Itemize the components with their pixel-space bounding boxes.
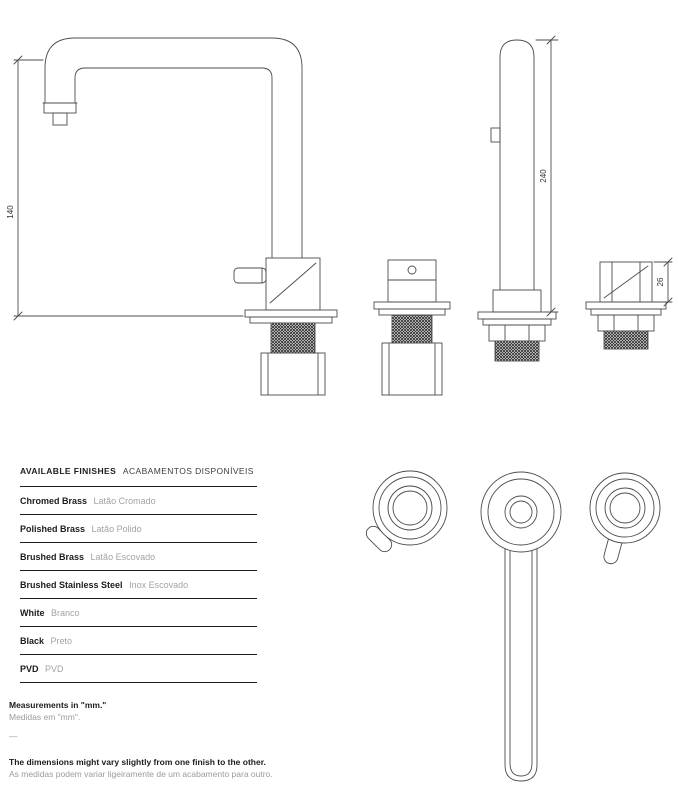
finish-row: Brushed Stainless Steel Inox Escovado <box>20 571 257 599</box>
finish-row: PVD PVD <box>20 655 257 683</box>
notes: Measurements in "mm." Medidas em "mm". —… <box>9 699 389 781</box>
finish-name-en: Black <box>20 636 45 646</box>
finishes-table: AVAILABLE FINISHES ACABAMENTOS DISPONÍVE… <box>20 466 257 683</box>
note-variation-pt: As medidas podem variar ligeiramente de … <box>9 769 273 780</box>
finish-row: Black Preto <box>20 627 257 655</box>
finish-name-en: Polished Brass <box>20 524 86 534</box>
faucet-front-view: 240 <box>477 35 559 362</box>
finish-name-en: Chromed Brass <box>20 496 88 506</box>
finish-name-pt: Latão Escovado <box>90 552 156 562</box>
valve-side-view <box>373 259 451 396</box>
dimension-label-240: 240 <box>539 169 548 183</box>
finish-name-en: PVD <box>20 664 39 674</box>
finish-name-en: Brushed Stainless Steel <box>20 580 123 590</box>
note-measurements-en: Measurements in "mm." <box>9 700 107 710</box>
note-variation-en: The dimensions might vary slightly from … <box>9 756 266 767</box>
dimension-label-26: 26 <box>656 277 665 286</box>
finish-name-pt: Inox Escovado <box>129 580 189 590</box>
finish-row: Brushed Brass Latão Escovado <box>20 543 257 571</box>
finish-row: Chromed Brass Latão Cromado <box>20 487 257 515</box>
finish-row: White Branco <box>20 599 257 627</box>
knob-top-view-right <box>589 472 661 565</box>
dimension-label-140: 140 <box>6 205 15 219</box>
finish-name-en: White <box>20 608 45 618</box>
finishes-header-pt: ACABAMENTOS DISPONÍVEIS <box>122 466 254 476</box>
dimension-side-height: 140 <box>6 55 244 321</box>
faucet-side-view: 140 <box>6 37 338 396</box>
knob-top-view-left <box>365 470 448 553</box>
dimension-valve-height: 26 <box>653 257 673 307</box>
finish-name-pt: Preto <box>50 636 73 646</box>
finish-name-pt: Latão Cromado <box>93 496 156 506</box>
finish-name-en: Brushed Brass <box>20 552 85 562</box>
note-measurements-pt: Medidas em "mm". <box>9 712 81 723</box>
finish-row: Polished Brass Latão Polido <box>20 515 257 543</box>
note-divider: — <box>9 730 18 741</box>
valve-front-view: 26 <box>585 257 673 350</box>
finish-name-pt: PVD <box>45 664 64 674</box>
spout-top-view <box>480 471 562 782</box>
finishes-header-en: AVAILABLE FINISHES <box>20 466 117 476</box>
finish-name-pt: Branco <box>51 608 80 618</box>
finish-name-pt: Latão Polido <box>91 524 142 534</box>
finishes-header: AVAILABLE FINISHES ACABAMENTOS DISPONÍVE… <box>20 466 257 487</box>
dimension-front-height: 240 <box>535 35 559 317</box>
